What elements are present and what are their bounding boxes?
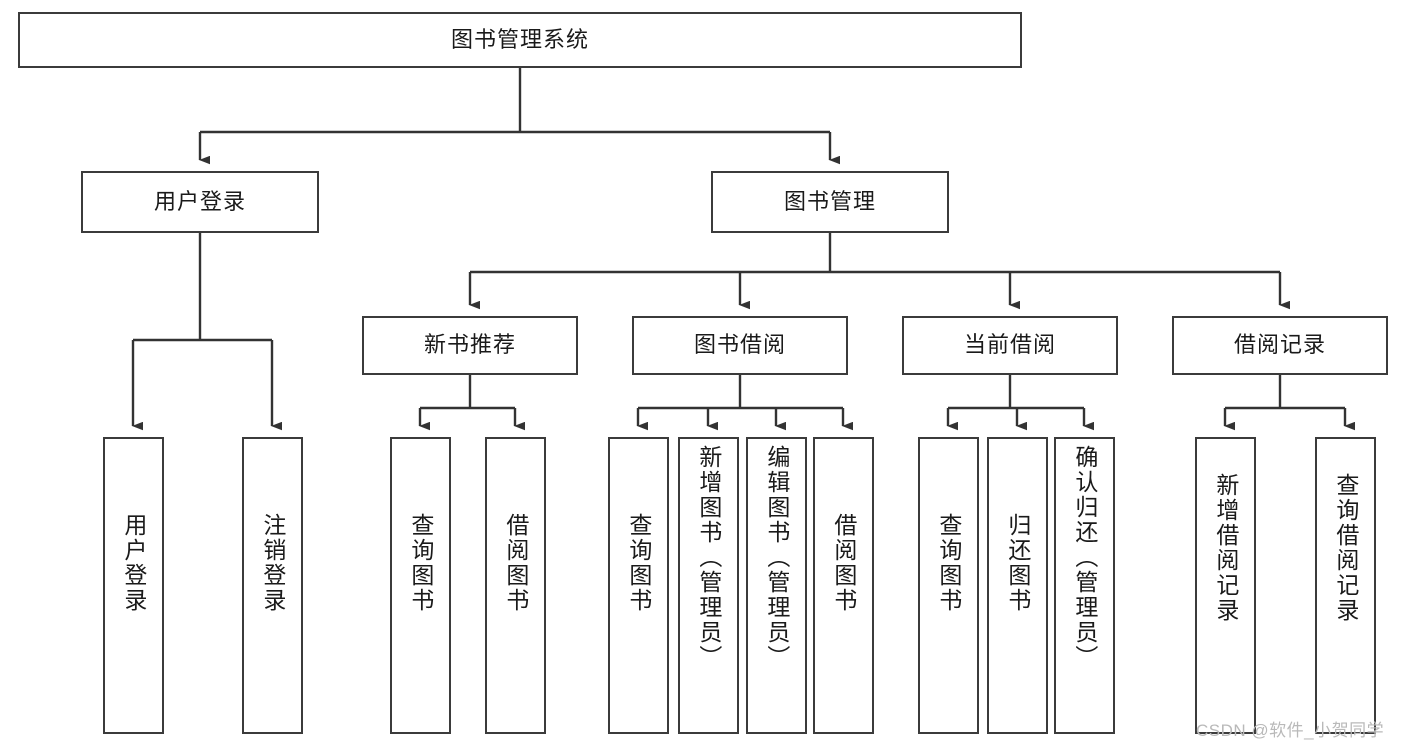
leaf-node[interactable]: 借阅图书 bbox=[485, 437, 546, 734]
leaf-node[interactable]: 归还图书 bbox=[987, 437, 1048, 734]
leaf-node-label: 归还图书 bbox=[1004, 513, 1031, 613]
node-new-book-recommend[interactable]: 新书推荐 bbox=[362, 316, 578, 375]
leaf-node-label: 新增借阅记录 bbox=[1212, 473, 1239, 623]
leaf-node-label: 查询图书 bbox=[935, 513, 962, 613]
leaf-node[interactable]: 新增借阅记录 bbox=[1195, 437, 1256, 734]
node-book-management-label: 图书管理 bbox=[783, 188, 876, 214]
leaf-node-label: 确认归还（管理员） bbox=[1071, 445, 1098, 670]
leaf-node[interactable]: 注销登录 bbox=[242, 437, 303, 734]
connector-userlogin-to-leaves bbox=[131, 233, 282, 431]
leaf-node[interactable]: 编辑图书（管理员） bbox=[746, 437, 807, 734]
node-user-login-label: 用户登录 bbox=[153, 188, 246, 214]
connector-newbook-to-leaves bbox=[418, 375, 525, 431]
node-borrow-records[interactable]: 借阅记录 bbox=[1172, 316, 1388, 375]
leaf-node[interactable]: 查询图书 bbox=[608, 437, 669, 734]
leaf-node-label: 借阅图书 bbox=[502, 513, 529, 613]
connector-bookmgmt-to-level3 bbox=[468, 233, 1290, 310]
node-current-borrow-label: 当前借阅 bbox=[963, 332, 1056, 358]
connector-root-to-level2 bbox=[198, 68, 840, 165]
leaf-node-label: 查询图书 bbox=[625, 513, 652, 613]
node-borrow-records-label: 借阅记录 bbox=[1233, 332, 1326, 358]
leaf-node-label: 新增图书（管理员） bbox=[695, 445, 722, 670]
connector-borrow-to-leaves bbox=[636, 375, 853, 431]
node-book-management[interactable]: 图书管理 bbox=[711, 171, 949, 233]
leaf-node[interactable]: 查询图书 bbox=[390, 437, 451, 734]
leaf-node[interactable]: 用户登录 bbox=[103, 437, 164, 734]
csdn-watermark: CSDN @软件_小贺同学 bbox=[1196, 721, 1385, 740]
node-book-borrow-label: 图书借阅 bbox=[693, 332, 786, 358]
connector-current-to-leaves bbox=[946, 375, 1094, 431]
node-new-book-recommend-label: 新书推荐 bbox=[423, 332, 516, 358]
node-book-borrow[interactable]: 图书借阅 bbox=[632, 316, 848, 375]
leaf-node-label: 注销登录 bbox=[259, 513, 286, 613]
leaf-node[interactable]: 确认归还（管理员） bbox=[1054, 437, 1115, 734]
leaf-node[interactable]: 借阅图书 bbox=[813, 437, 874, 734]
leaf-node-label: 用户登录 bbox=[120, 513, 147, 613]
connector-records-to-leaves bbox=[1223, 375, 1355, 431]
node-current-borrow[interactable]: 当前借阅 bbox=[902, 316, 1118, 375]
leaf-node-label: 查询借阅记录 bbox=[1332, 473, 1359, 623]
leaf-node[interactable]: 新增图书（管理员） bbox=[678, 437, 739, 734]
leaf-node-label: 编辑图书（管理员） bbox=[763, 445, 790, 670]
node-root-label: 图书管理系统 bbox=[450, 26, 589, 52]
leaf-node-label: 借阅图书 bbox=[830, 513, 857, 613]
leaf-node-label: 查询图书 bbox=[407, 513, 434, 613]
node-root[interactable]: 图书管理系统 bbox=[18, 12, 1022, 68]
leaf-node[interactable]: 查询借阅记录 bbox=[1315, 437, 1376, 734]
node-user-login[interactable]: 用户登录 bbox=[81, 171, 319, 233]
leaf-node[interactable]: 查询图书 bbox=[918, 437, 979, 734]
